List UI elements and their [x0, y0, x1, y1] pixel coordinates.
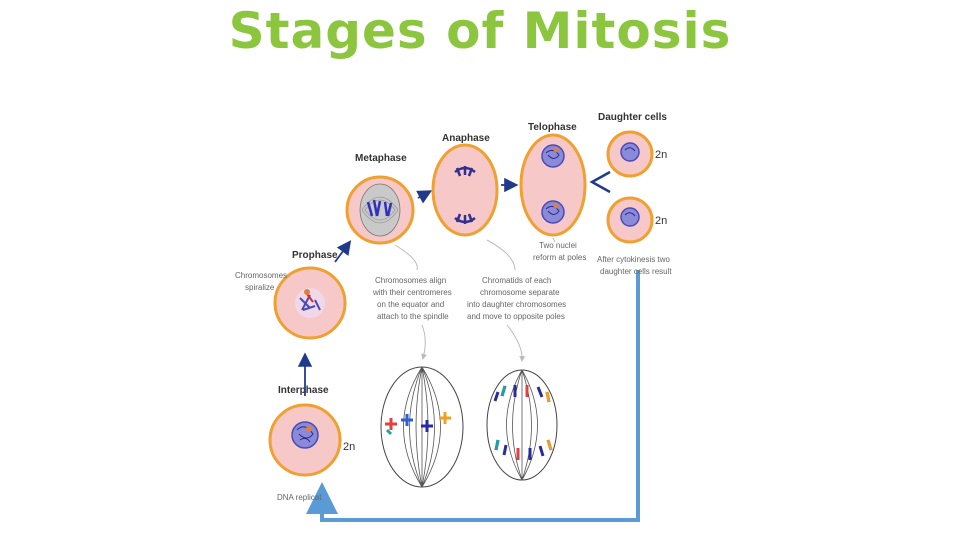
note-prophase-line-2: spiralize [245, 283, 275, 292]
note-daughter-cells: After cytokinesis two daughter cells res… [597, 255, 672, 276]
daughter-cell-bottom [606, 196, 654, 244]
prophase-cell [273, 266, 347, 340]
pointer-anaphase [486, 239, 516, 271]
note-anaphase-line-2: chromosome separate [480, 288, 560, 297]
stage-label-interphase: Interphase [278, 385, 329, 396]
ploidy-daughter-top: 2n [655, 149, 667, 161]
arrow-metaphase-to-anaphase [416, 190, 433, 204]
note-anaphase-line-3: into daughter chromosomes [467, 300, 566, 309]
note-interphase: DNA replicat [277, 493, 322, 502]
daughter-cell-top [606, 130, 654, 178]
anaphase-spindle-detail [486, 369, 558, 481]
note-daughter-line-1: After cytokinesis two [597, 255, 670, 264]
stage-label-daughter-cells: Daughter cells [598, 112, 667, 123]
note-telophase-line-2: reform at poles [533, 253, 586, 262]
arrow-prophase-to-metaphase [334, 240, 352, 263]
note-metaphase-line-3: on the equator and [377, 300, 444, 309]
pointer-anaphase-spindle [506, 324, 526, 362]
stage-label-metaphase: Metaphase [355, 153, 407, 164]
ploidy-daughter-bottom: 2n [655, 215, 667, 227]
telophase-cell [519, 133, 587, 237]
pointer-metaphase [394, 244, 418, 271]
note-metaphase-line-4: attach to the spindle [377, 312, 449, 321]
note-anaphase-line-1: Chromatids of each [482, 276, 551, 285]
stage-label-anaphase: Anaphase [442, 133, 490, 144]
note-daughter-line-2: daughter cells result [600, 267, 672, 276]
note-prophase: Chromosomes spiralize [235, 271, 289, 292]
mitosis-diagram: Interphase 2n DNA replicat Prophase Chro… [235, 112, 672, 522]
note-telophase-line-1: Two nuclei [539, 241, 577, 250]
note-telophase: Two nuclei reform at poles [533, 241, 586, 262]
note-anaphase: Chromatids of each chromosome separate i… [467, 276, 568, 321]
cycle-return-arrow [306, 270, 640, 522]
ploidy-interphase: 2n [343, 441, 355, 453]
anaphase-cell [431, 143, 499, 237]
interphase-cell [268, 403, 342, 477]
pointer-metaphase-spindle [421, 324, 427, 360]
note-metaphase: Chromosomes align with their centromeres… [372, 276, 454, 321]
metaphase-cell [345, 175, 415, 245]
stage-label-prophase: Prophase [292, 250, 338, 261]
note-metaphase-line-1: Chromosomes align [375, 276, 446, 285]
pointer-telophase [552, 237, 556, 243]
arrow-telophase-to-daughters [589, 170, 611, 194]
note-prophase-line-1: Chromosomes [235, 271, 287, 280]
slide-title: Stages of Mitosis [228, 2, 732, 60]
note-metaphase-line-2: with their centromeres [372, 288, 452, 297]
stage-label-telophase: Telophase [528, 122, 577, 133]
note-anaphase-line-4: and move to opposite poles [467, 312, 565, 321]
metaphase-spindle-detail [380, 366, 464, 488]
